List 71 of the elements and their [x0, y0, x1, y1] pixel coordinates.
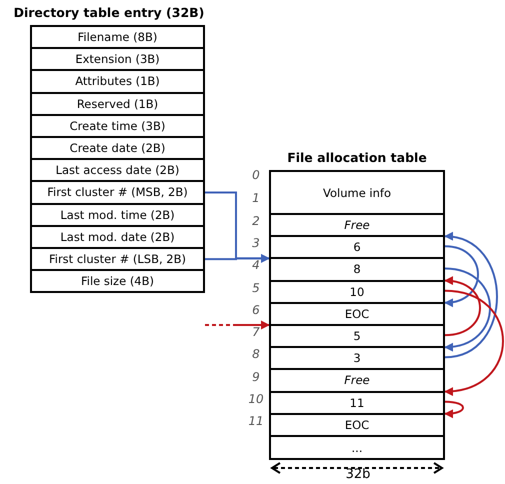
cell-text: Last mod. time (2B)	[60, 208, 175, 222]
row-index: 1	[251, 191, 261, 205]
row-index: 11	[247, 414, 265, 428]
cell-text: Attributes (1B)	[75, 74, 160, 88]
table-row	[269, 324, 445, 348]
table-row	[269, 435, 445, 460]
arrow	[205, 254, 270, 263]
table-title: File allocation table	[286, 150, 428, 165]
dimension-label: 32b	[344, 467, 372, 482]
table-row	[269, 302, 445, 326]
table-row	[30, 202, 205, 227]
arrow	[444, 245, 479, 306]
table-row	[30, 224, 205, 249]
table-title: Directory table entry (32B)	[12, 5, 206, 20]
table-row	[30, 158, 205, 182]
cell-text: 10	[350, 284, 364, 299]
cell-text: Volume info	[323, 186, 391, 200]
cell-text: First cluster # (LSB, 2B)	[48, 252, 186, 266]
table-row	[269, 257, 445, 282]
cell-text: Extension (3B)	[75, 52, 160, 66]
table-row	[30, 114, 205, 138]
table-row	[269, 346, 445, 370]
table-row	[30, 92, 205, 116]
table-row	[30, 136, 205, 160]
table-row	[269, 213, 445, 238]
table-row	[30, 69, 205, 94]
arrow	[444, 290, 504, 396]
row-index: 9	[251, 370, 261, 384]
table-row	[30, 247, 205, 272]
cell-text: Free	[344, 218, 370, 232]
row-index: 2	[251, 214, 261, 228]
cell-text: Reserved (1B)	[76, 96, 158, 111]
row-index: 3	[251, 236, 261, 250]
cell-text: Free	[344, 373, 370, 388]
row-index: 6	[251, 303, 261, 317]
cell-text: 11	[350, 396, 364, 410]
table-row	[30, 180, 205, 205]
cell-text: 5	[353, 329, 361, 344]
row-index: 4	[251, 258, 261, 272]
cell-text: EOC	[344, 306, 370, 321]
cell-text: Last access date (2B)	[56, 163, 180, 178]
table-row	[269, 170, 445, 215]
cell-text: 6	[353, 240, 361, 254]
cell-text: 8	[353, 262, 361, 276]
arrow	[205, 320, 270, 330]
table-row	[269, 368, 445, 393]
cell-text: First cluster # (MSB, 2B)	[47, 185, 188, 200]
row-index: 8	[251, 347, 261, 361]
row-index: 0	[251, 168, 261, 182]
cell-text: EOC	[344, 418, 370, 432]
row-index: 5	[251, 281, 261, 295]
table-row	[30, 25, 205, 50]
table-row	[269, 390, 445, 415]
cell-text: Create time (3B)	[70, 118, 166, 133]
cell-text: Create date (2B)	[70, 141, 166, 156]
table-row	[269, 412, 445, 437]
cell-text: ...	[352, 440, 362, 454]
row-index: 7	[251, 325, 261, 339]
cell-text: Filename (8B)	[78, 30, 158, 44]
arrow	[444, 276, 481, 336]
arrow	[444, 232, 498, 358]
cell-text: File size (4B)	[80, 274, 154, 288]
arrow	[444, 268, 491, 351]
cell-text: Last mod. date (2B)	[60, 230, 175, 244]
table-row	[30, 47, 205, 72]
table-row	[30, 269, 205, 294]
table-row	[269, 235, 445, 260]
arrow	[444, 400, 464, 418]
table-row	[269, 280, 445, 304]
cell-text: 3	[353, 351, 361, 366]
row-index: 10	[247, 392, 265, 406]
